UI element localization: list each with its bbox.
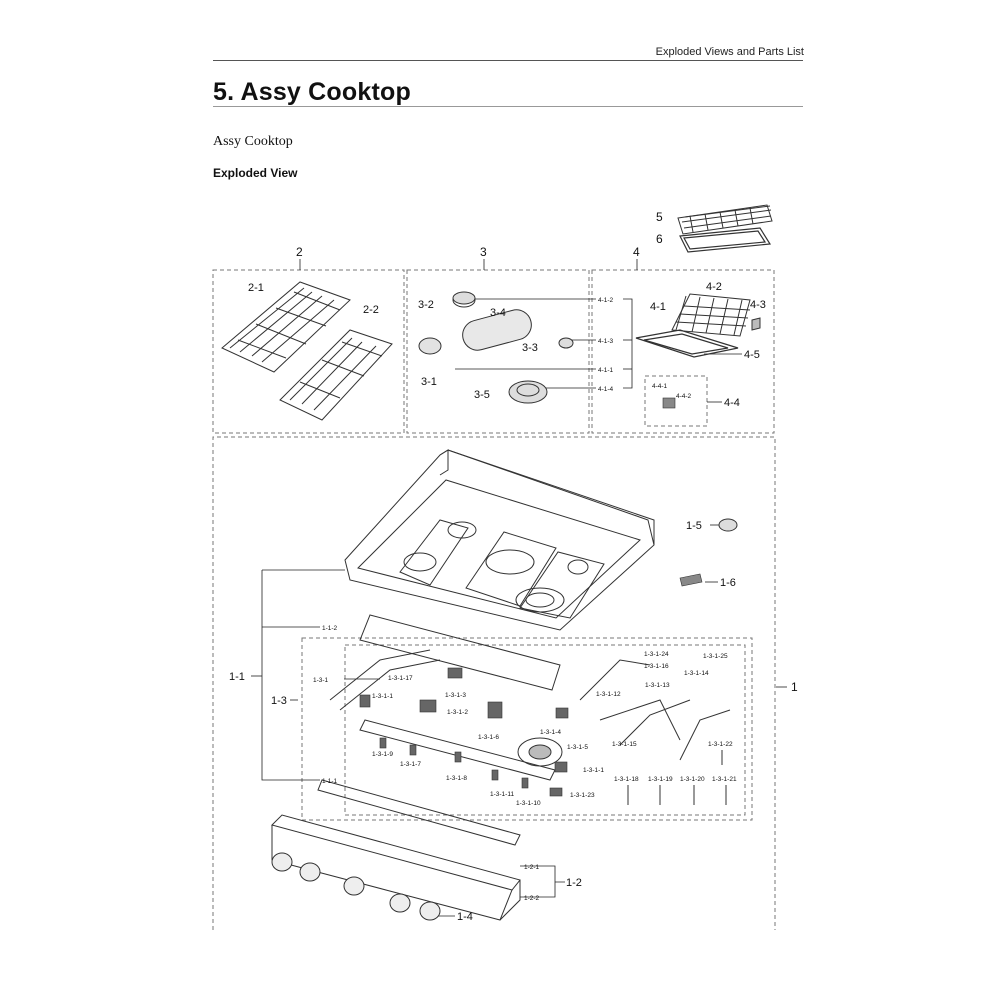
page-title: 5. Assy Cooktop — [213, 78, 411, 106]
callout-4-4-1: 4-4-1 — [652, 383, 668, 390]
callout-1-3-1-11: 1-3-1-11 — [490, 791, 514, 798]
callout-4-4-2: 4-4-2 — [676, 393, 692, 400]
callout-1-2-1: 1-2-1 — [524, 864, 540, 871]
subsection-title: Assy Cooktop — [213, 134, 293, 149]
callout-1-3-1-7: 1-3-1-7 — [400, 761, 421, 768]
knobs-1-4 — [271, 852, 441, 921]
callout-1-3-1-1: 1-3-1-1 — [372, 693, 393, 700]
burner-cap-3-5 — [508, 380, 548, 404]
exploded-view-heading: Exploded View — [213, 166, 298, 180]
callout-4-1-1: 4-1-1 — [598, 367, 614, 374]
broiler-pan-6 — [679, 227, 772, 253]
cooktop-main-top — [344, 449, 655, 631]
knob-1-5 — [718, 518, 738, 532]
valves-row — [359, 667, 569, 797]
callout-1-3-1-4: 1-3-1-4 — [540, 729, 561, 736]
group-box-1 — [212, 436, 776, 930]
callout-1-3-1-1-b: 1-3-1-1 — [583, 767, 604, 774]
callout-1-3-1-20: 1-3-1-20 — [680, 776, 705, 783]
callout-5: 5 — [656, 210, 663, 224]
grill-4-2 — [671, 293, 751, 337]
callout-1-6: 1-6 — [720, 577, 736, 589]
callout-4-3: 4-3 — [750, 299, 766, 311]
callout-1-3-1-19: 1-3-1-19 — [648, 776, 673, 783]
callout-1-3-1-9: 1-3-1-9 — [372, 751, 393, 758]
callout-1-5: 1-5 — [686, 520, 702, 532]
group-box-1-3-1 — [344, 644, 746, 816]
grate-2-2 — [279, 329, 393, 421]
callout-1: 1 — [791, 680, 798, 694]
callout-1-3-1-17: 1-3-1-17 — [388, 675, 413, 682]
burner-cap-3-3 — [558, 337, 574, 349]
group-box-3 — [406, 269, 590, 434]
grate-2-1 — [221, 281, 351, 373]
group-box-2 — [212, 269, 405, 434]
callout-3-4: 3-4 — [490, 307, 506, 319]
callout-4-1: 4-1 — [650, 301, 666, 313]
callout-2-1: 2-1 — [248, 282, 264, 294]
callout-1-3-1-3: 1-3-1-3 — [445, 692, 466, 699]
callout-1-3-1: 1-3-1 — [313, 677, 329, 684]
callout-1-3-1-14: 1-3-1-14 — [684, 670, 709, 677]
callout-3: 3 — [480, 245, 487, 259]
callout-1-1-1: 1-1-1 — [322, 778, 338, 785]
callout-1-3-1-16: 1-3-1-16 — [644, 663, 669, 670]
callout-1-3-1-8: 1-3-1-8 — [446, 775, 467, 782]
callout-1-3-1-6: 1-3-1-6 — [478, 734, 499, 741]
group-box-4-4 — [644, 375, 708, 427]
callout-1-1-2: 1-1-2 — [322, 625, 338, 632]
callout-4-1-3: 4-1-3 — [598, 338, 614, 345]
callout-6: 6 — [656, 232, 663, 246]
callout-1-3-1-5: 1-3-1-5 — [567, 744, 588, 751]
callout-1-3: 1-3 — [271, 695, 287, 707]
callout-4-1-2: 4-1-2 — [598, 297, 614, 304]
part-1-6 — [679, 573, 703, 587]
section-label: Exploded Views and Parts List — [655, 46, 804, 58]
callout-1-3-1-12: 1-3-1-12 — [596, 691, 621, 698]
callout-1-2-2: 1-2-2 — [524, 895, 540, 902]
panel-1-1-1 — [317, 779, 521, 846]
callout-1-3-1-25: 1-3-1-25 — [703, 653, 728, 660]
callout-4-1-4: 4-1-4 — [598, 386, 614, 393]
callout-1-3-1-24: 1-3-1-24 — [644, 651, 669, 658]
oval-cap-3-4 — [462, 309, 532, 351]
callout-3-1: 3-1 — [421, 376, 437, 388]
part-4-4-2 — [662, 397, 676, 409]
callout-1-2: 1-2 — [566, 877, 582, 889]
callout-4-5: 4-5 — [744, 349, 760, 361]
igniters — [627, 750, 727, 805]
callout-1-3-1-21: 1-3-1-21 — [712, 776, 737, 783]
oven-rack-5 — [677, 204, 773, 235]
callout-4-4: 4-4 — [724, 397, 740, 409]
title-divider — [213, 106, 803, 107]
callout-1-3-1-18: 1-3-1-18 — [614, 776, 639, 783]
callout-3-3: 3-3 — [522, 342, 538, 354]
callout-1-4: 1-4 — [457, 911, 473, 923]
callout-4-2: 4-2 — [706, 281, 722, 293]
callout-3-5: 3-5 — [474, 389, 490, 401]
bracket-4-3 — [751, 317, 761, 331]
callout-1-3-1-23: 1-3-1-23 — [570, 792, 595, 799]
tray-4-5 — [635, 329, 739, 358]
callout-1-3-1-15: 1-3-1-15 — [612, 741, 637, 748]
header-divider — [213, 60, 803, 61]
callout-2-2: 2-2 — [363, 304, 379, 316]
callout-3-2: 3-2 — [418, 299, 434, 311]
burner-cap-3-2 — [452, 291, 476, 308]
group-box-1-3 — [301, 637, 753, 821]
callout-2: 2 — [296, 245, 303, 259]
manifold-1-3-1 — [329, 614, 731, 781]
callout-1-1: 1-1 — [229, 671, 245, 683]
callout-4: 4 — [633, 245, 640, 259]
callout-1-3-1-2: 1-3-1-2 — [447, 709, 468, 716]
callout-1-3-1-10: 1-3-1-10 — [516, 800, 541, 807]
control-panel-1-2 — [271, 814, 521, 921]
callout-1-3-1-13: 1-3-1-13 — [645, 682, 670, 689]
group-box-4 — [591, 269, 775, 434]
callout-1-3-1-22: 1-3-1-22 — [708, 741, 733, 748]
burner-cap-3-1 — [418, 337, 442, 355]
